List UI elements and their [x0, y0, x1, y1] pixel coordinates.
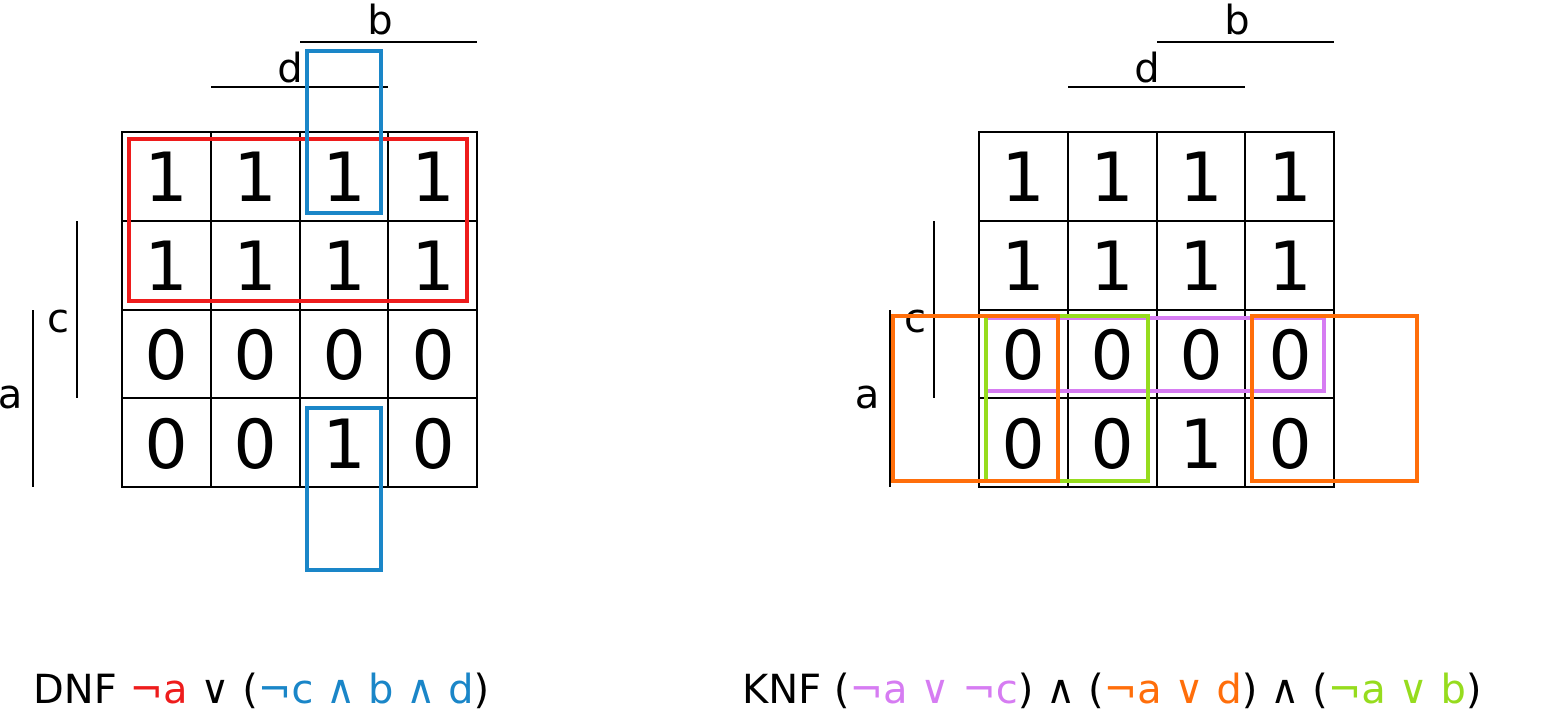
cell-r1c3: 1	[1179, 139, 1222, 218]
cell-r3c1: 0	[144, 317, 187, 396]
knf-term-green: ¬a ∨ b	[1327, 667, 1466, 713]
d-label: d	[1134, 46, 1159, 92]
cell-r3c3: 0	[1179, 317, 1222, 396]
dnf-operator: ∨ (	[187, 667, 258, 713]
cell-r4c2: 0	[1090, 406, 1133, 485]
knf-formula: KNF (¬a ∨ ¬c) ∧ (¬a ∨ d) ∧ (¬a ∨ b)	[742, 662, 1481, 718]
group-orange-right	[1250, 314, 1419, 483]
cell-r1c4: 1	[411, 139, 454, 218]
cell-r2c1: 1	[1001, 228, 1044, 307]
cell-r3c1: 0	[1001, 317, 1044, 396]
dnf-prefix: DNF	[33, 667, 130, 713]
group-blue-top	[305, 49, 383, 215]
dnf-formula: DNF ¬a ∨ (¬c ∧ b ∧ d)	[33, 662, 489, 718]
cell-r4c4: 0	[1268, 406, 1311, 485]
group-red	[127, 137, 469, 303]
kmap-grid	[978, 131, 1335, 488]
kmap-dnf: b d c a 1 1 1 1 1 1 1 1 0 0 0 0 0	[0, 0, 478, 572]
c-label: c	[47, 296, 69, 342]
a-label: a	[0, 372, 22, 418]
dnf-term-blue: ¬c ∧ b ∧ d	[257, 667, 474, 713]
cell-r4c4: 0	[411, 406, 454, 485]
cell-r4c2: 0	[233, 406, 276, 485]
cell-r4c3: 1	[322, 406, 365, 485]
kmap-grid	[121, 131, 478, 488]
cell-r3c2: 0	[233, 317, 276, 396]
cell-r1c1: 1	[144, 139, 187, 218]
cell-r1c4: 1	[1268, 139, 1311, 218]
cell-r1c1: 1	[1001, 139, 1044, 218]
kmap-cells: 1 1 1 1 1 1 1 1 0 0 0 0 0 0 1 0	[144, 139, 454, 485]
dnf-term-red: ¬a	[129, 667, 188, 713]
b-label: b	[367, 0, 392, 44]
group-blue-bottom	[305, 406, 383, 572]
knf-prefix: KNF (	[742, 667, 850, 713]
dnf-close: )	[473, 667, 490, 713]
cell-r1c2: 1	[233, 139, 276, 218]
cell-r3c3: 0	[322, 317, 365, 396]
knf-term-purple: ¬a ∨ ¬c	[849, 667, 1018, 713]
c-label: c	[904, 296, 926, 342]
group-green	[984, 314, 1150, 483]
cell-r4c1: 0	[144, 406, 187, 485]
a-label: a	[855, 372, 880, 418]
cell-r2c3: 1	[322, 228, 365, 307]
cell-r2c3: 1	[1179, 228, 1222, 307]
cell-r2c4: 1	[411, 228, 454, 307]
cell-r4c1: 0	[1001, 406, 1044, 485]
knf-operator-2: ) ∧ (	[1241, 667, 1328, 713]
cell-r1c3: 1	[322, 139, 365, 218]
cell-r2c1: 1	[144, 228, 187, 307]
cell-r2c2: 1	[1090, 228, 1133, 307]
cell-r4c3: 1	[1179, 406, 1222, 485]
kmap-knf: b d c a 1 1 1 1 1 1 1 1 0 0 0 0 0 0	[855, 0, 1419, 488]
kmap-cells: 1 1 1 1 1 1 1 1 0 0 0 0 0 0 1 0	[1001, 139, 1311, 485]
knf-close: )	[1465, 667, 1482, 713]
cell-r2c2: 1	[233, 228, 276, 307]
cell-r3c2: 0	[1090, 317, 1133, 396]
knf-term-orange: ¬a ∨ d	[1103, 667, 1242, 713]
cell-r2c4: 1	[1268, 228, 1311, 307]
group-orange-left	[891, 314, 1060, 483]
b-label: b	[1224, 0, 1249, 44]
cell-r3c4: 0	[1268, 317, 1311, 396]
cell-r1c2: 1	[1090, 139, 1133, 218]
cell-r3c4: 0	[411, 317, 454, 396]
knf-operator-1: ) ∧ (	[1017, 667, 1104, 713]
d-label: d	[277, 46, 302, 92]
